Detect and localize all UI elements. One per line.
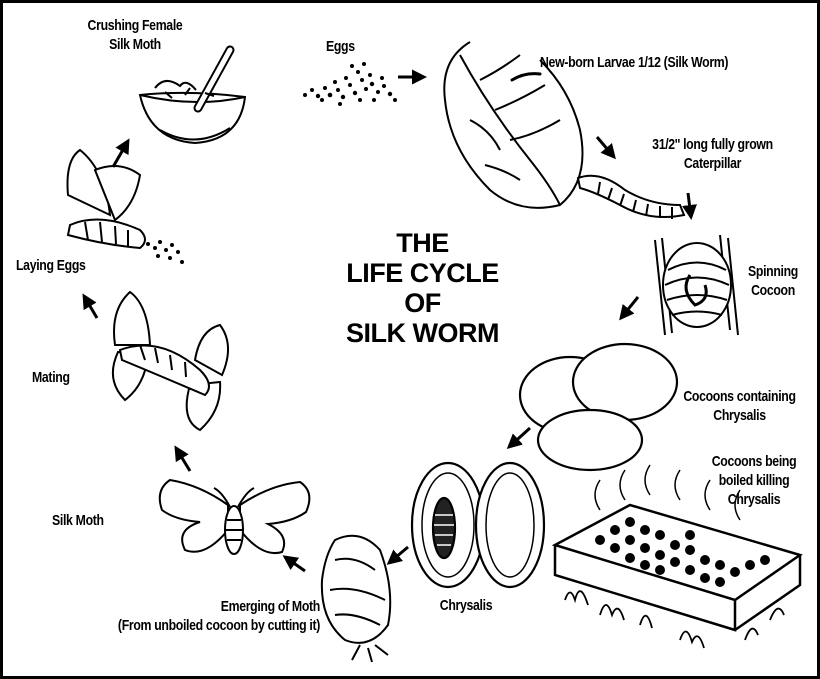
label-emerging-line-1: Emerging of Moth <box>74 597 320 616</box>
label-caterpillar-line-2: Caterpillar <box>633 154 793 173</box>
label-spinning: Spinning Cocoon <box>744 262 801 300</box>
title-line-3: OF <box>300 288 545 318</box>
label-eggs: Eggs <box>326 37 355 56</box>
label-chrysalis: Chrysalis <box>433 596 499 615</box>
silk-moth-illustration <box>160 480 310 554</box>
arrow-silk-moth-to-mating <box>176 448 190 471</box>
arrow-larvae-to-caterpillar <box>597 137 614 157</box>
chrysalis-illustration <box>412 463 544 587</box>
arrow-mating-to-laying <box>84 296 97 318</box>
label-emerging: Emerging of Moth (From unboiled cocoon b… <box>74 597 320 635</box>
label-mating: Mating <box>32 368 70 387</box>
newborn-larva-illustration <box>512 74 540 80</box>
title-line-1: THE <box>300 228 545 258</box>
caterpillar-illustration <box>578 176 684 219</box>
arrow-spinning-to-cocoons <box>621 297 638 318</box>
laying-eggs-moth-illustration <box>68 150 185 264</box>
label-emerging-line-2: (From unboiled cocoon by cutting it) <box>74 616 320 635</box>
label-caterpillar: 31/2'' long fully grown Caterpillar <box>633 135 793 173</box>
label-caterpillar-line-1: 31/2'' long fully grown <box>633 135 793 154</box>
label-cocoons: Cocoons containing Chrysalis <box>680 387 799 425</box>
label-boiled: Cocoons being boiled killing Chrysalis <box>706 452 803 509</box>
eggs-illustration <box>303 62 397 106</box>
mating-moths-illustration <box>113 292 228 430</box>
label-crushing: Crushing Female Silk Moth <box>82 16 189 54</box>
label-silk-moth: Silk Moth <box>52 511 104 530</box>
label-spinning-line-1: Spinning <box>744 262 801 281</box>
label-crushing-line-2: Silk Moth <box>82 35 189 54</box>
arrow-emerging-to-silk-moth <box>285 557 305 571</box>
emerging-moth-illustration <box>322 536 390 662</box>
label-boiled-line-2: boiled killing <box>706 471 803 490</box>
title-line-4: SILK WORM <box>300 318 545 348</box>
label-boiled-line-3: Chrysalis <box>706 490 803 509</box>
label-larvae: New-born Larvae 1/12 (Silk Worm) <box>540 53 728 72</box>
label-spinning-line-2: Cocoon <box>744 281 801 300</box>
title-line-2: LIFE CYCLE <box>300 258 545 288</box>
label-laying-eggs: Laying Eggs <box>16 256 86 275</box>
label-cocoons-line-1: Cocoons containing <box>680 387 799 406</box>
arrow-cocoons-to-chrysalis <box>509 428 530 447</box>
arrow-laying-to-crushing <box>113 141 128 167</box>
diagram-title: THE LIFE CYCLE OF SILK WORM <box>300 228 545 348</box>
label-cocoons-line-2: Chrysalis <box>680 406 799 425</box>
label-boiled-line-1: Cocoons being <box>706 452 803 471</box>
arrow-chrysalis-to-emerging <box>389 547 408 563</box>
arrow-caterpillar-to-spinning <box>688 193 691 217</box>
mortar-pestle-illustration <box>140 50 245 143</box>
label-crushing-line-1: Crushing Female <box>82 16 189 35</box>
spinning-cocoon-illustration <box>655 235 738 335</box>
cocoons-illustration <box>520 344 677 470</box>
